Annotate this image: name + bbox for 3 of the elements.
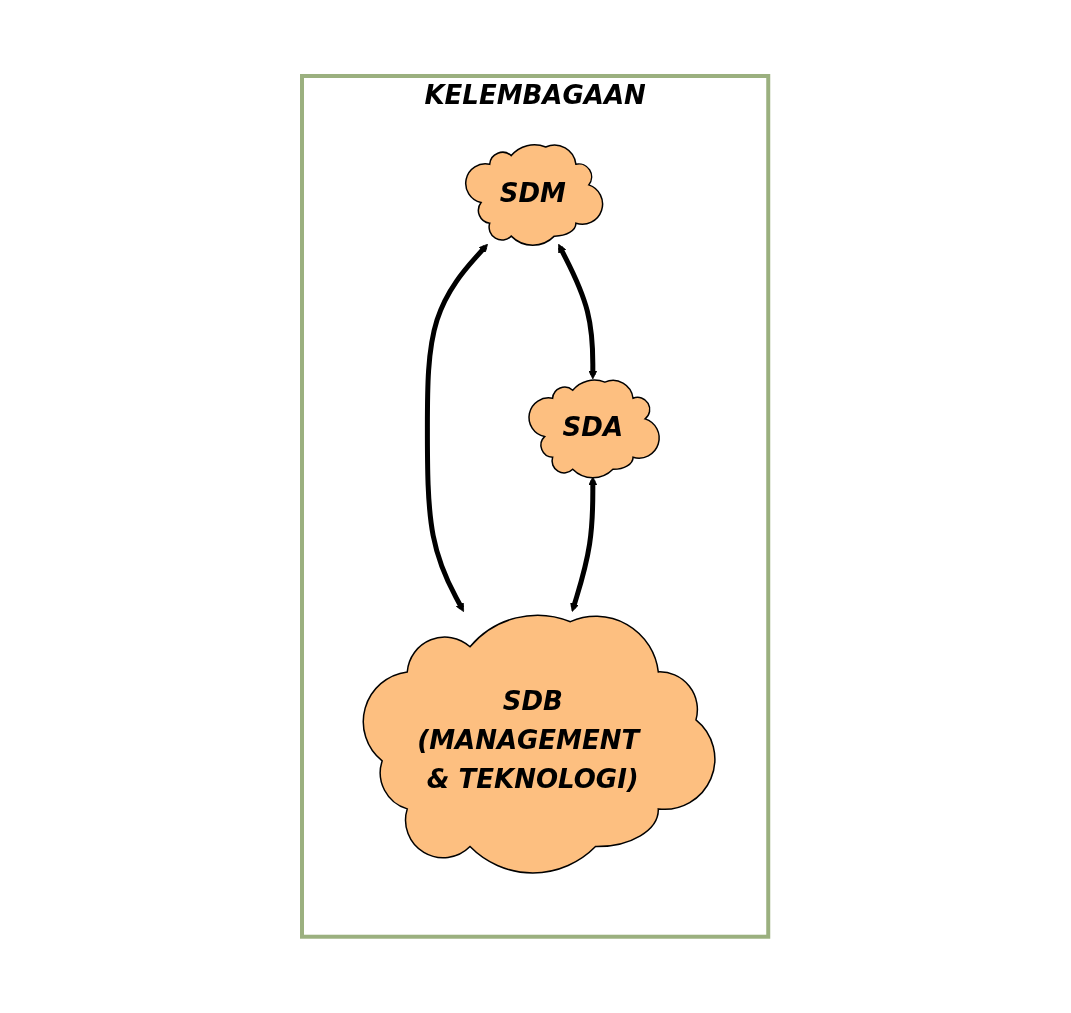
arrow xyxy=(570,476,598,613)
arrow xyxy=(558,244,598,380)
arrow xyxy=(425,243,489,613)
